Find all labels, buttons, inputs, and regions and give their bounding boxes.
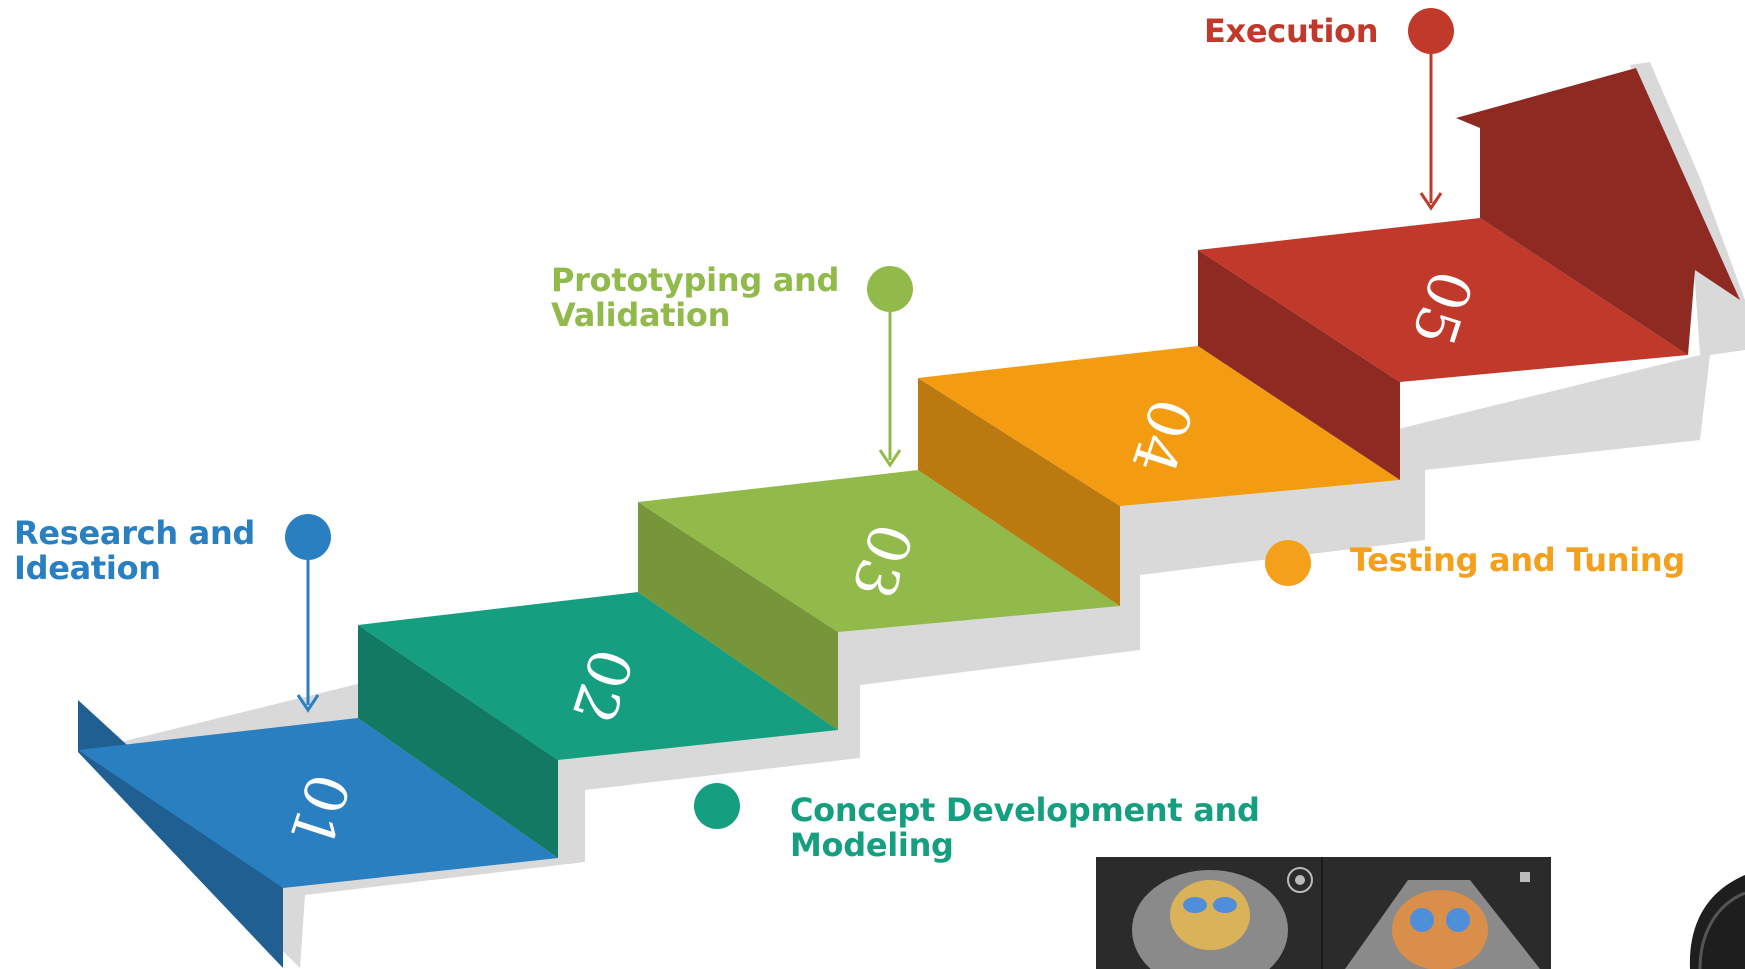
scan-thumbnail — [1096, 857, 1551, 969]
step-5-title-line1: Execution — [1204, 12, 1379, 50]
pin-step-3 — [867, 266, 913, 468]
step-3-title-line2: Validation — [551, 296, 731, 334]
step-4-top — [918, 346, 1400, 506]
step-5-riser — [1198, 250, 1400, 480]
step-5-top — [1198, 218, 1688, 382]
step-4-title-line1: Testing and Tuning — [1350, 541, 1685, 579]
step-1-title-line2: Ideation — [14, 549, 161, 587]
step-2-label: Concept Development and Modeling — [790, 793, 1260, 863]
pin-step-5 — [1408, 8, 1454, 211]
step-2-top — [358, 592, 838, 760]
step-3-riser — [638, 502, 838, 730]
step-3-title-line1: Prototyping and — [551, 261, 840, 299]
step-2-title-line2: Modeling — [790, 826, 954, 864]
growth-arrow — [1456, 68, 1740, 355]
pin-step-2 — [694, 783, 740, 829]
step-2-title-line1: Concept Development and — [790, 791, 1260, 829]
device-highlight — [1698, 891, 1745, 969]
pin-step-1 — [285, 514, 331, 713]
step-1-label: Research and Ideation — [14, 516, 255, 586]
step-5-label: Execution — [1204, 12, 1379, 50]
pin-step-4 — [1265, 540, 1311, 586]
step-2-riser — [358, 625, 558, 858]
device-edge — [1689, 875, 1745, 969]
step-4-riser — [918, 378, 1120, 606]
step-4-label: Testing and Tuning — [1350, 543, 1685, 578]
step-3-top — [638, 470, 1120, 632]
step-3-label: Prototyping and Validation — [551, 263, 839, 333]
step-1-title-line1: Research and — [14, 514, 256, 552]
step-1-top — [78, 718, 558, 888]
